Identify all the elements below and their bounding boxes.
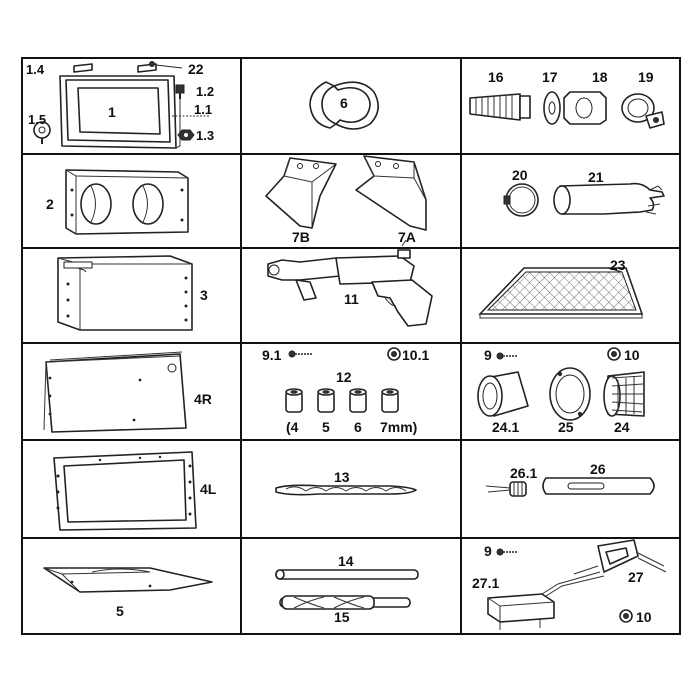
nut-icon xyxy=(607,347,621,361)
label-24-1: 24.1 xyxy=(492,419,519,435)
cell-glove: 20 21 xyxy=(503,167,665,217)
cell-right-side-panel: 4R xyxy=(43,351,212,433)
socket-27 xyxy=(573,539,667,575)
label-6: 6 xyxy=(340,95,348,111)
cell-mesh-screen: 23 xyxy=(478,257,644,319)
label-21: 21 xyxy=(588,169,604,185)
gasket-25 xyxy=(549,367,591,421)
label-4l: 4L xyxy=(200,481,217,497)
parts-grid xyxy=(21,57,681,635)
nut-icon xyxy=(177,129,195,141)
cell-blast-gun: 11 xyxy=(267,239,433,327)
label-22: 22 xyxy=(188,61,204,77)
screw-icon xyxy=(288,350,312,358)
cell-pipes: 14 15 xyxy=(275,553,419,625)
label-27: 27 xyxy=(628,569,644,585)
nut-icon xyxy=(387,347,401,361)
clamp-19 xyxy=(621,93,665,129)
ballast-27-1 xyxy=(487,571,605,630)
label-24: 24 xyxy=(614,419,630,435)
label-10-b: 10 xyxy=(636,609,652,625)
nut-icon xyxy=(619,609,633,623)
cell-front-panel: 2 xyxy=(46,169,189,235)
cell-nozzle-set: 9.1 10.1 12 (4 5 6 7mm) xyxy=(262,347,429,435)
label-14: 14 xyxy=(338,553,354,569)
label-1-1: 1.1 xyxy=(194,102,212,117)
label-1-5: 1.5 xyxy=(28,112,46,127)
label-size-4: (4 xyxy=(286,419,299,435)
cell-hose-fittings: 16 17 18 19 xyxy=(469,69,665,129)
label-9: 9 xyxy=(484,347,492,363)
screw-icon xyxy=(496,352,518,360)
screw-icon xyxy=(496,548,518,556)
label-19: 19 xyxy=(638,69,654,85)
cell-bottom-tray: 5 xyxy=(43,567,213,619)
cell-hose: 13 xyxy=(275,469,417,496)
coupling-18 xyxy=(563,91,607,125)
glove-21 xyxy=(553,182,665,215)
label-26: 26 xyxy=(590,461,606,477)
label-18: 18 xyxy=(592,69,608,85)
knob-icon xyxy=(33,121,51,144)
label-27-1: 27.1 xyxy=(472,575,499,591)
label-9-1: 9.1 xyxy=(262,347,282,363)
label-16: 16 xyxy=(488,69,504,85)
label-1-4: 1.4 xyxy=(26,62,45,77)
label-1-3: 1.3 xyxy=(196,128,214,143)
screw-icon xyxy=(175,84,185,99)
label-9-b: 9 xyxy=(484,543,492,559)
hose-clamp-20 xyxy=(503,183,539,217)
cell-ballast-socket: 9 27.1 27 10 xyxy=(472,539,667,630)
label-15: 15 xyxy=(334,609,350,625)
label-1: 1 xyxy=(108,104,116,120)
label-5: 5 xyxy=(116,603,124,619)
fitting-16 xyxy=(469,93,531,121)
label-20: 20 xyxy=(512,167,528,183)
bracket-7a xyxy=(355,155,427,231)
lamp-shade-24-1 xyxy=(477,371,529,417)
label-7a: 7A xyxy=(398,229,416,245)
label-size-5: 5 xyxy=(322,419,330,435)
cell-top-panel: 3 xyxy=(57,255,208,331)
label-17: 17 xyxy=(542,69,558,85)
label-13: 13 xyxy=(334,469,350,485)
cell-light-assembly: 9 10 24.1 25 24 xyxy=(477,347,645,435)
cell-lamp-tube: 26.1 26 xyxy=(485,461,655,497)
label-12: 12 xyxy=(336,369,352,385)
label-size-7: 7mm) xyxy=(380,419,417,435)
label-10: 10 xyxy=(624,347,640,363)
label-7b: 7B xyxy=(292,229,310,245)
label-10-1: 10.1 xyxy=(402,347,429,363)
label-25: 25 xyxy=(558,419,574,435)
cell-left-side-panel: 4L xyxy=(53,451,217,531)
label-11: 11 xyxy=(344,291,359,307)
label-23: 23 xyxy=(610,257,626,273)
cell-window-assembly: 1.4 22 1.2 1 1.1 1.5 1.3 xyxy=(26,61,214,149)
label-26-1: 26.1 xyxy=(510,465,537,481)
bracket-7b xyxy=(265,157,337,229)
cell-mounting-brackets: 7B 7A xyxy=(265,155,427,245)
nozzle-icons xyxy=(285,388,399,413)
label-3: 3 xyxy=(200,287,208,303)
cell-clamp-ring: 6 xyxy=(309,81,379,130)
lamp-24 xyxy=(603,371,645,417)
label-size-6: 6 xyxy=(354,419,362,435)
label-1-2: 1.2 xyxy=(196,84,214,99)
label-2: 2 xyxy=(46,196,54,212)
label-4r: 4R xyxy=(194,391,212,407)
washer-17 xyxy=(543,91,561,125)
